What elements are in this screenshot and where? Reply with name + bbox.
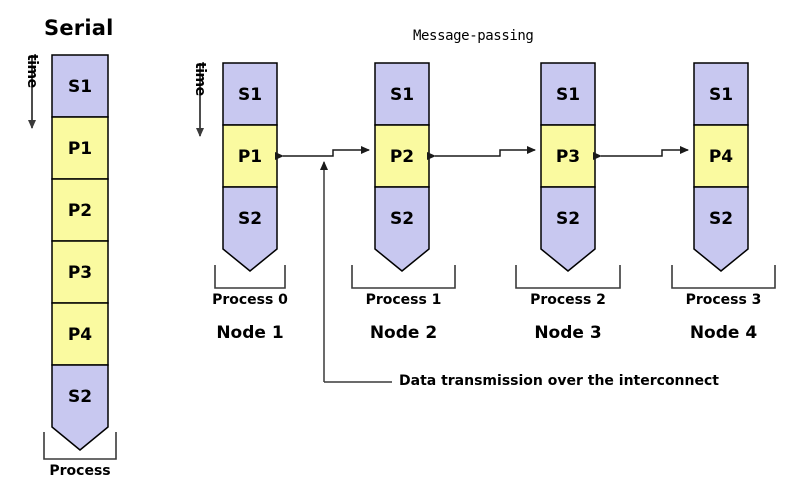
serial-segment-p1-shape [51,116,109,180]
serial-title: Serial [44,16,114,40]
mp3-node-label: Node 4 [689,323,758,343]
time-axis-label-mp: time [192,62,208,96]
time-axis-label-serial: time [24,54,40,88]
mp0-process-label: Process 0 [212,292,288,308]
serial-bracket-label: Process [49,463,111,479]
mp1-node-label: Node 2 [369,323,438,343]
mp1-segment-s1-shape [374,62,430,126]
mp2-process-label: Process 2 [530,292,606,308]
mp1-process-bracket [351,265,456,289]
mp0-node-label: Node 1 [216,323,284,343]
serial-segment-label-s1: S1 [67,77,93,97]
mp2-process-bracket [515,265,621,289]
serial-segment-label-p1: P1 [67,139,93,159]
mp1-segment-s2-shape [374,186,430,272]
mp3-process-bracket [671,265,776,289]
mp1-segment-label-p2: P2 [389,147,415,167]
mp3-segment-label-p4: P4 [708,147,734,167]
mp0-process-bracket [214,265,286,289]
mp1-segment-label-s1: S1 [389,85,415,105]
mp2-segment-label-s2: S2 [555,209,581,229]
mp0-segment-label-p1: P1 [237,147,263,167]
serial-process-bracket [43,432,117,460]
serial-segment-p3-shape [51,240,109,304]
serial-column-shapes [51,54,109,451]
serial-segment-label-p4: P4 [67,325,93,345]
serial-segment-s1-shape [51,54,109,118]
mp-column-1-shapes [374,62,430,272]
serial-segment-s2-shape [51,364,109,451]
message-arrow-p3-p4 [593,146,689,160]
callout-text: Data transmission over the interconnect [399,373,719,389]
mp3-segment-s1-shape [693,62,749,126]
serial-segment-label-p3: P3 [67,263,93,283]
mp-column-2-shapes [540,62,596,272]
mp1-segment-label-s2: S2 [389,209,415,229]
mp2-segment-label-s1: S1 [555,85,581,105]
message-arrow-p2-p3 [427,146,536,160]
mp2-segment-p3-shape [540,124,596,188]
mp2-segment-label-p3: P3 [555,147,581,167]
serial-segment-label-p2: P2 [67,201,93,221]
mp3-segment-s2-shape [693,186,749,272]
mp-column-3-shapes [693,62,749,272]
mp3-segment-label-s2: S2 [708,209,734,229]
mp-column-0-shapes [222,62,278,272]
serial-segment-label-s2: S2 [67,387,93,407]
mp0-segment-label-s2: S2 [237,209,263,229]
mp3-segment-label-s1: S1 [708,85,734,105]
mp3-segment-p4-shape [693,124,749,188]
mp0-segment-label-s1: S1 [237,85,263,105]
mp0-segment-s2-shape [222,186,278,272]
mp1-process-label: Process 1 [365,292,442,308]
mp3-process-label: Process 3 [685,292,762,308]
mp2-node-label: Node 3 [534,323,602,343]
message-arrow-p1-p2 [275,146,370,160]
mp2-segment-s2-shape [540,186,596,272]
message-passing-title: Message-passing [413,28,534,44]
